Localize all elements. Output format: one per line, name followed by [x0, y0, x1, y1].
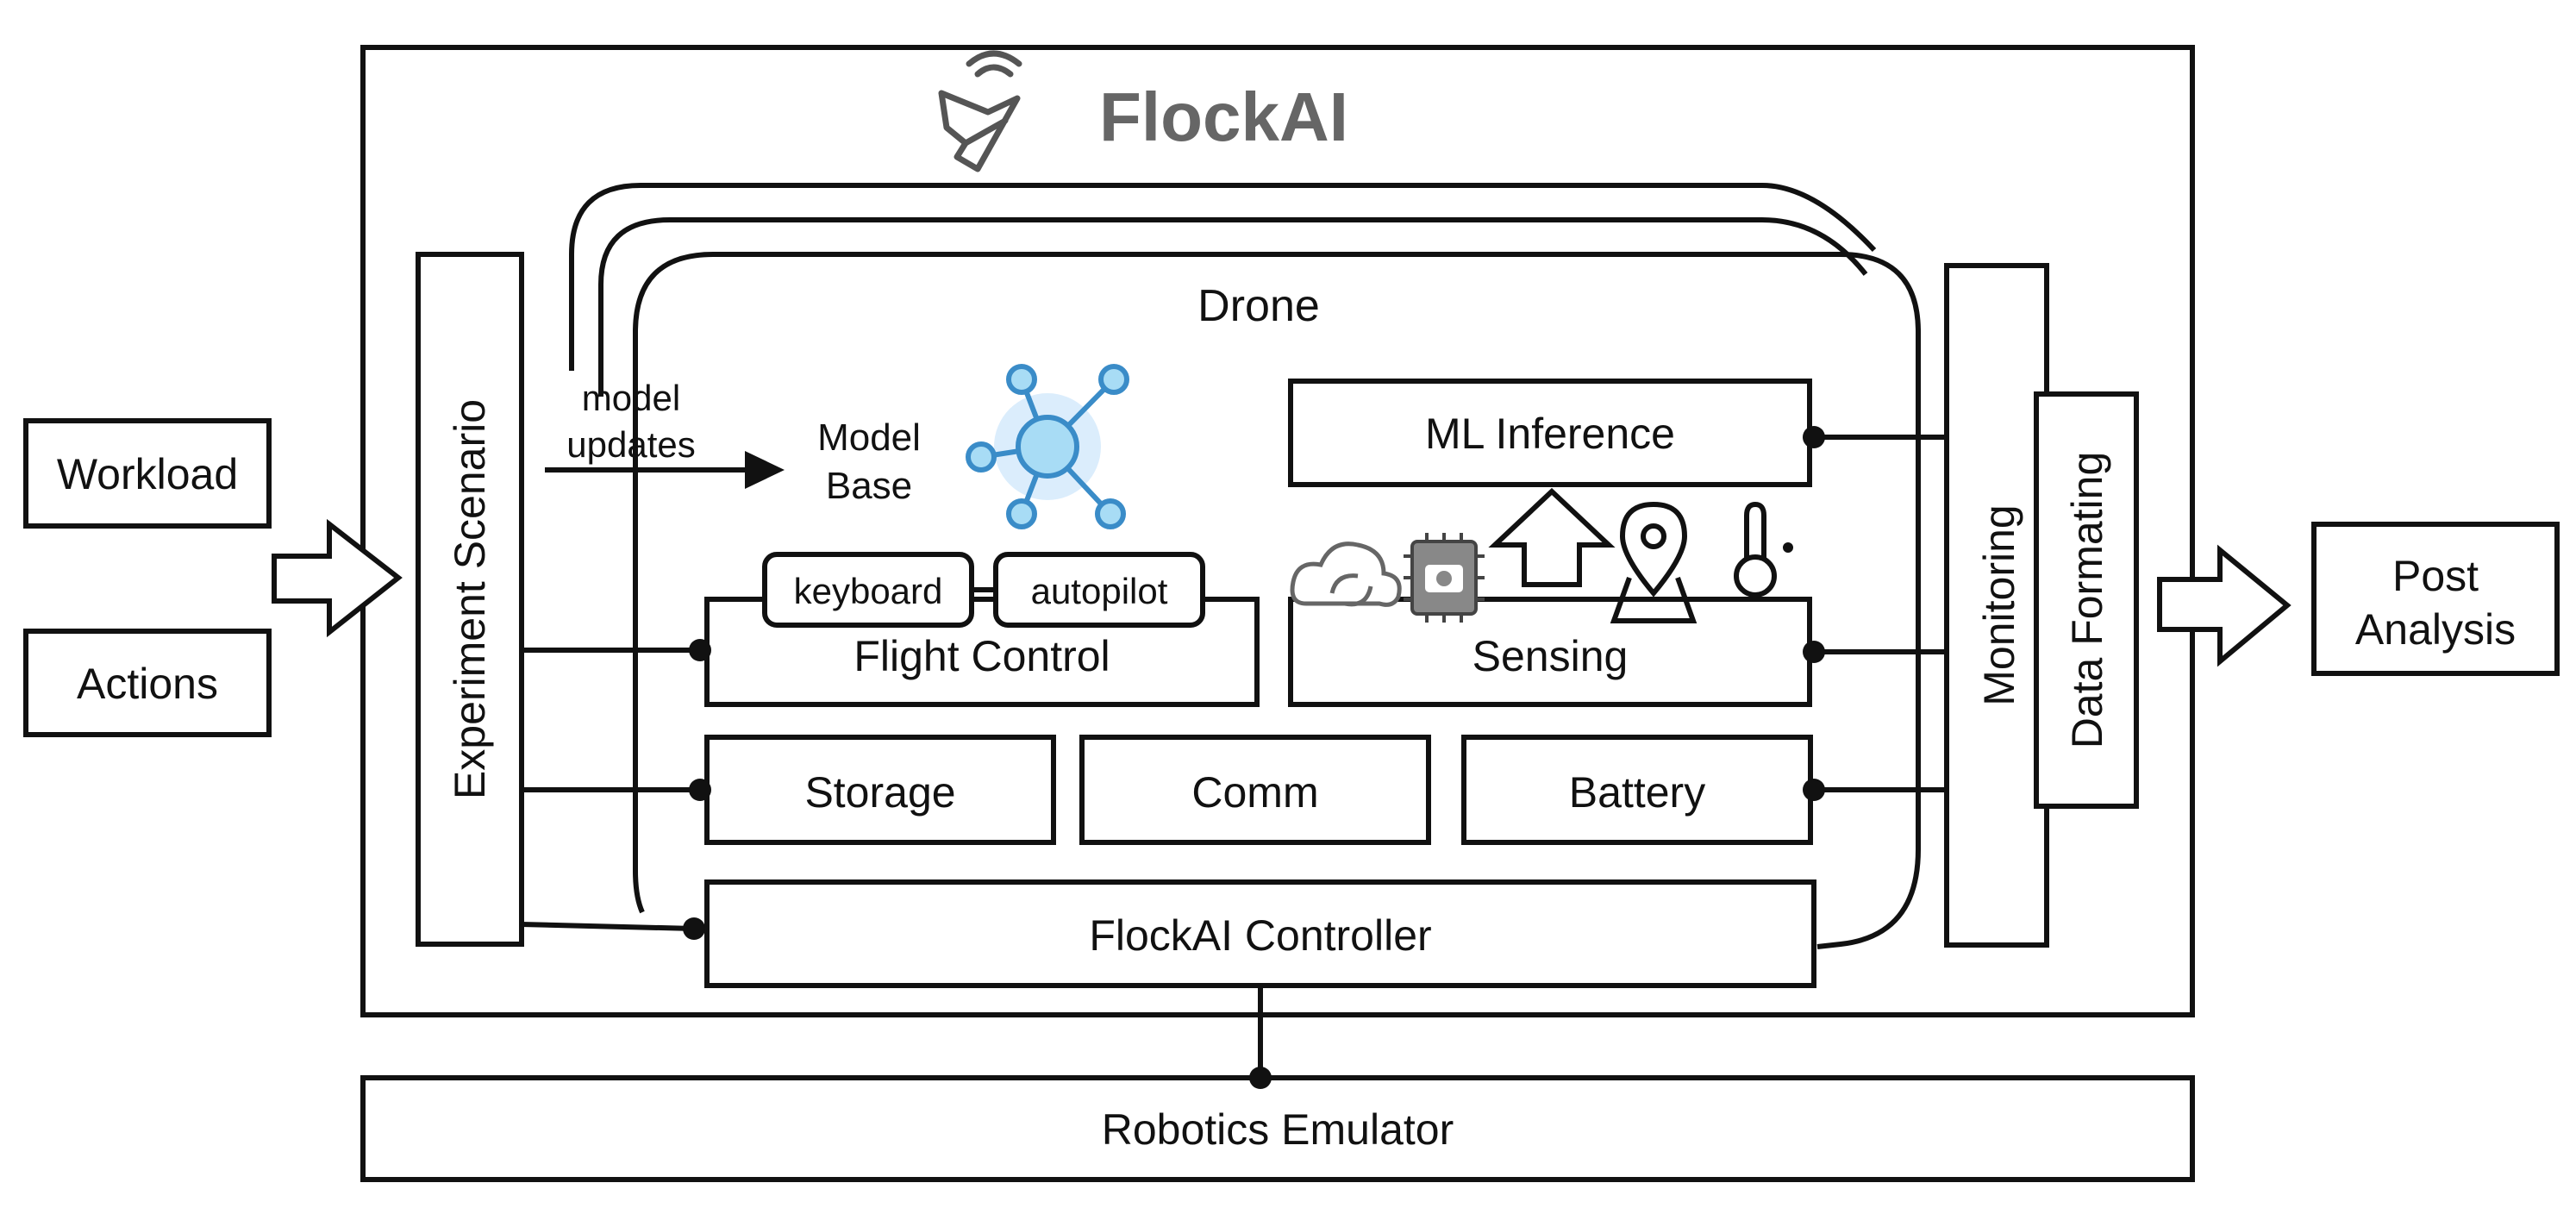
- connection-dots: [683, 426, 1825, 1089]
- storage-box: [704, 735, 1056, 845]
- sensing-box: [1288, 597, 1812, 707]
- model-base-label-1: Model: [817, 416, 921, 459]
- post-analysis-label-1: Post: [2392, 552, 2479, 600]
- drone-frame-back-2: [569, 183, 1877, 371]
- flight-control-label: Flight Control: [853, 632, 1110, 680]
- network-node-icon: [966, 364, 1129, 529]
- monitoring-label: Monitoring: [1975, 504, 2023, 705]
- model-updates-label-1: model: [582, 378, 680, 418]
- thermometer-icon: [1734, 501, 1793, 598]
- drone-frame: [633, 252, 1921, 949]
- robotics-emulator-label: Robotics Emulator: [1102, 1105, 1454, 1154]
- location-pin-icon: [1610, 501, 1698, 623]
- flockai-controller-label: FlockAI Controller: [1089, 911, 1431, 960]
- drone-title: Drone: [1197, 281, 1320, 331]
- model-updates-arrowhead: [745, 451, 785, 489]
- robotics-emulator-box: [360, 1075, 2195, 1182]
- bird-wifi-logo-icon: [938, 50, 1022, 172]
- chip-camera-icon: [1404, 533, 1485, 623]
- cloud-sync-icon: [1290, 541, 1402, 607]
- monitoring-box: [1944, 263, 2049, 948]
- flockai-frame: [360, 45, 2195, 1017]
- upload-arrow-icon: [1488, 487, 1616, 587]
- flockai-controller-box: [704, 879, 1816, 988]
- actions-label: Actions: [77, 660, 218, 708]
- data-formating-box: [2034, 391, 2139, 809]
- keyboard-label: keyboard: [794, 571, 943, 611]
- model-updates-label-2: updates: [566, 424, 695, 465]
- ml-inference-box: [1288, 379, 1812, 487]
- model-base-label-2: Base: [826, 465, 912, 507]
- comm-box: [1079, 735, 1431, 845]
- experiment-scenario-label: Experiment Scenario: [446, 399, 494, 799]
- input-arrow: [272, 518, 403, 638]
- actions-box: [23, 629, 272, 737]
- storage-label: Storage: [804, 768, 955, 817]
- experiment-scenario-box: [416, 252, 524, 947]
- brand-name: FlockAI: [1099, 78, 1348, 155]
- battery-label: Battery: [1569, 768, 1705, 817]
- drone-frame-back-1: [598, 217, 1868, 397]
- data-formating-label: Data Formating: [2063, 452, 2111, 749]
- post-analysis-label-2: Analysis: [2355, 605, 2516, 654]
- battery-box: [1461, 735, 1813, 845]
- workload-box: [23, 418, 272, 529]
- autopilot-label: autopilot: [1031, 571, 1168, 611]
- post-analysis-box: [2311, 522, 2560, 676]
- workload-label: Workload: [57, 450, 238, 498]
- connectors: [521, 435, 1947, 1078]
- output-arrow: [2157, 544, 2292, 667]
- scenario-controller-connector: [521, 922, 695, 931]
- sensing-label: Sensing: [1472, 632, 1629, 680]
- comm-label: Comm: [1191, 768, 1318, 817]
- ml-inference-label: ML Inference: [1425, 410, 1675, 458]
